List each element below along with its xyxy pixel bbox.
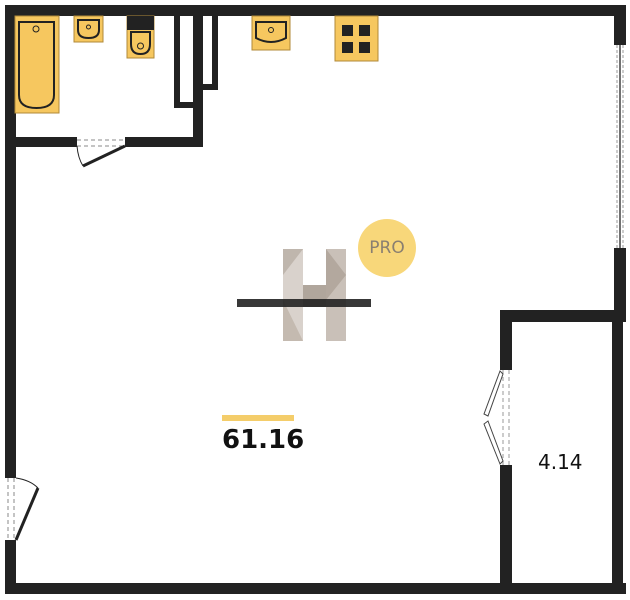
logo-h [237, 249, 371, 341]
storage-doors [483, 370, 510, 465]
bathtub [14, 15, 60, 114]
area-accent-bar [222, 415, 294, 421]
wall-bath-bottom-right [125, 137, 203, 147]
kitchen-sink [251, 15, 291, 51]
pro-badge: PRO [358, 219, 416, 277]
walls [5, 5, 626, 594]
wall-left-upper [5, 5, 16, 478]
shaft-wall [174, 5, 180, 108]
shaft2-wall [212, 5, 218, 90]
wall-left-lower [5, 540, 16, 594]
bathroom-sink [73, 15, 104, 43]
wall-right-mid [614, 248, 626, 322]
wall-storage-left-upper [500, 310, 512, 370]
right-window [616, 45, 624, 248]
toilet [126, 15, 155, 59]
bathroom-door [76, 139, 126, 168]
wall-right-top [614, 5, 626, 45]
shaft-wall-bottom [174, 102, 196, 108]
main-room-area: 61.16 [222, 425, 305, 455]
wall-top [5, 5, 626, 16]
wall-storage-top [500, 310, 624, 322]
wall-storage-right [612, 310, 623, 594]
storage-room-area: 4.14 [538, 450, 583, 474]
wall-bottom [5, 583, 626, 594]
wall-bath-bottom-left [5, 137, 77, 147]
wall-bath-right [193, 5, 203, 147]
entrance-door [7, 477, 40, 541]
wall-storage-left-lower [500, 465, 512, 594]
stove [334, 15, 379, 62]
shaft2-wall-bottom [200, 84, 218, 90]
